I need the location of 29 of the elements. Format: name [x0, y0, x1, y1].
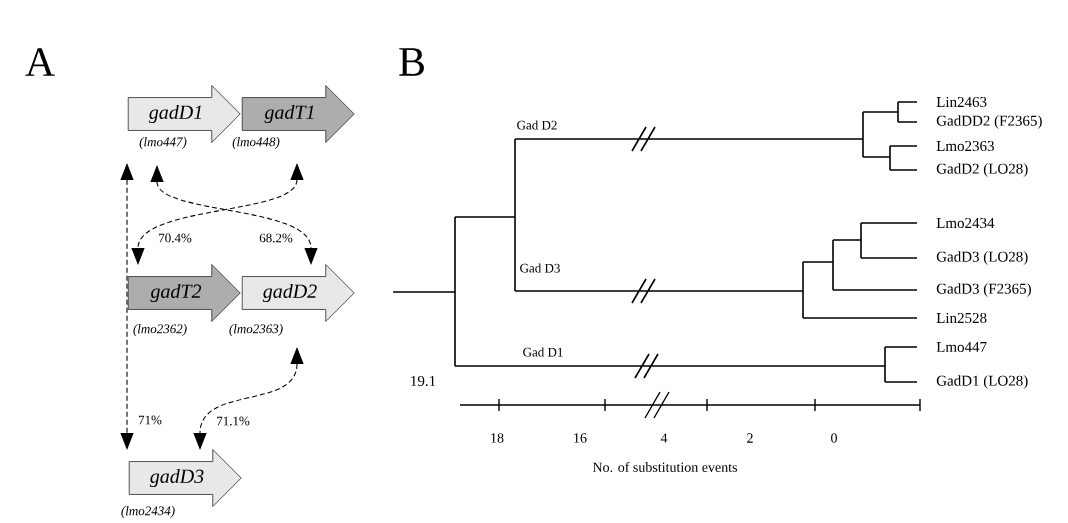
- edge-label: 68.2%: [259, 233, 293, 243]
- leaf-label: GadD3 (F2365): [936, 283, 1031, 297]
- leaf-label: GadD2 (LO28): [936, 163, 1028, 177]
- axis-title: No. of substitution events: [592, 461, 738, 473]
- tick-label: 16: [574, 433, 587, 443]
- leaf-label: Lmo2363: [936, 140, 994, 152]
- tick-label: 4: [660, 433, 668, 443]
- leaf-label: GadD1 (LO28): [936, 375, 1028, 389]
- leaf-label: GadD3 (LO28): [936, 251, 1028, 265]
- leaf-label: Lin2463: [936, 96, 987, 108]
- edge-label: 70.4%: [159, 233, 192, 243]
- edge-label: 71.1%: [217, 416, 250, 426]
- panel-letter: B: [399, 48, 424, 76]
- leaf-label: Lmo2434: [936, 217, 995, 229]
- branch-label: Gad D2: [517, 120, 557, 130]
- leaf-label: Lmo447: [936, 342, 987, 352]
- leaf-label: GadDD2 (F2365): [936, 115, 1042, 129]
- panel-letter: A: [25, 48, 55, 76]
- tick-label: 2: [747, 433, 753, 443]
- branch-label: Gad D3: [520, 263, 560, 273]
- leaf-label: Lin2528: [936, 312, 987, 324]
- edge-label: 71%: [138, 415, 162, 425]
- locus-tag: (lmo2363): [229, 324, 283, 336]
- tick-label: 0: [831, 433, 837, 443]
- locus-tag: (lmo2434): [121, 506, 175, 518]
- locus-tag: (lmo2362): [133, 324, 187, 336]
- branch-label: Gad D1: [523, 347, 563, 357]
- branch-length-label: 19.1: [411, 375, 436, 387]
- tick-label: 18: [491, 433, 504, 443]
